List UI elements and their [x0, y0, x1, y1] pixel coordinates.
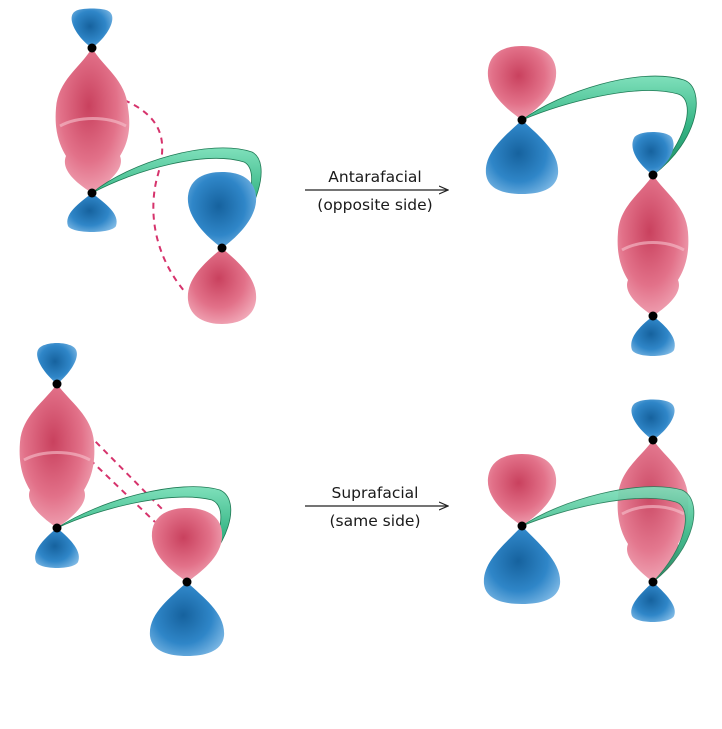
pink-lobe	[617, 175, 689, 316]
atom-dot	[648, 577, 658, 587]
blue-lobe	[71, 8, 113, 48]
atom-dot	[517, 521, 527, 531]
blue-lobe	[485, 120, 559, 194]
antarafacial-description: (opposite side)	[317, 196, 433, 214]
blue-lobe	[187, 172, 257, 248]
blue-lobe	[483, 526, 561, 604]
blue-lobe	[631, 399, 675, 440]
atom-dot	[52, 379, 62, 389]
pink-lobe	[151, 508, 223, 582]
pink-lobe	[487, 454, 557, 526]
blue-lobe	[632, 132, 674, 175]
pink-lobe	[55, 48, 130, 193]
blue-lobe	[149, 582, 225, 656]
blue-lobe	[37, 343, 77, 384]
antarafacial-reactant	[55, 8, 262, 324]
atom-dot	[182, 577, 192, 587]
antarafacial-product	[485, 46, 697, 356]
suprafacial-description: (same side)	[329, 512, 421, 530]
pink-lobe	[187, 248, 257, 324]
atom-dot	[648, 311, 658, 321]
atom-dot	[87, 43, 97, 53]
pink-lobe	[617, 440, 689, 582]
atom-dot	[87, 188, 97, 198]
antarafacial-label: Antarafacial	[328, 168, 422, 186]
atom-dot	[648, 170, 658, 180]
dashed-overlap-line	[123, 99, 186, 293]
suprafacial-label: Suprafacial	[331, 484, 419, 502]
blue-lobe	[631, 582, 675, 622]
blue-lobe	[631, 316, 675, 356]
dashed-overlap-line	[81, 451, 156, 523]
atom-dot	[217, 243, 227, 253]
suprafacial-reactant	[19, 343, 232, 656]
pink-lobe	[19, 384, 95, 528]
blue-lobe	[35, 528, 79, 568]
blue-lobe	[67, 193, 117, 232]
atom-dot	[517, 115, 527, 125]
atom-dot	[52, 523, 62, 533]
atom-dot	[648, 435, 658, 445]
pink-lobe	[487, 46, 557, 120]
suprafacial-product	[483, 399, 695, 622]
